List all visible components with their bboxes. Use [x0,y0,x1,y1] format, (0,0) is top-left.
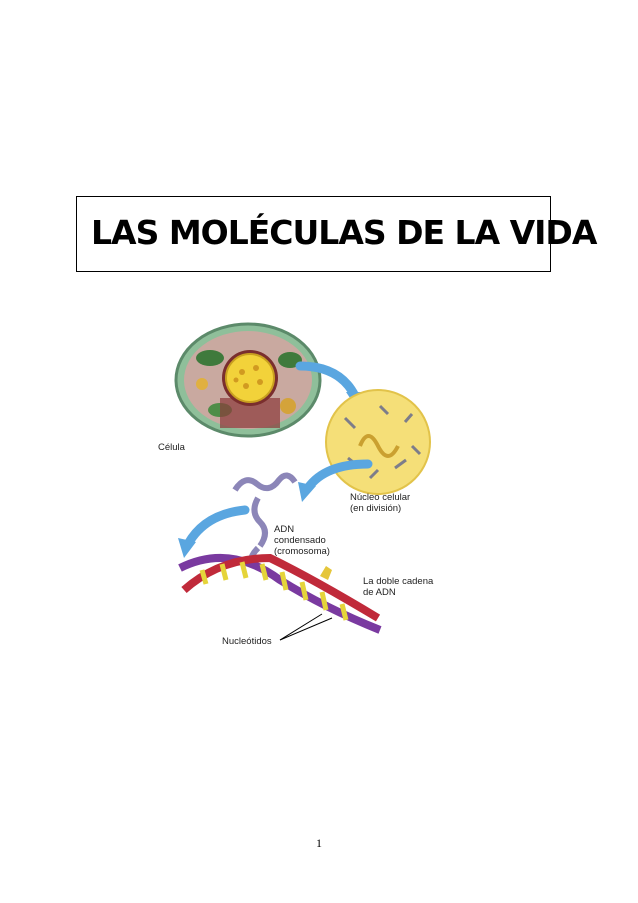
cell-to-dna-diagram [174,322,431,641]
label-cell: Célula [158,442,185,453]
label-double-strand-1: La doble cadena [363,576,434,587]
label-dna-3: (cromosoma) [274,546,330,557]
dna-illustration: Célula Núcleo celular (en división) ADN … [150,318,450,658]
label-dna-2: condensado [274,535,326,546]
title-box: LAS MOLÉCULAS DE LA VIDA [76,196,597,272]
label-nucleus-2: (en división) [350,503,402,514]
label-dna-1: ADN [274,524,295,535]
cell-image [174,322,322,438]
dna-double-helix [178,553,382,641]
label-nucleotides: Nucleótidos [222,636,272,647]
document-title: LAS MOLÉCULAS DE LA VIDA [91,213,597,252]
label-nucleus-1: Núcleo celular [350,492,411,503]
nucleus-image [325,389,431,495]
page-number: 1 [316,836,322,850]
label-double-strand-2: de ADN [363,587,396,598]
